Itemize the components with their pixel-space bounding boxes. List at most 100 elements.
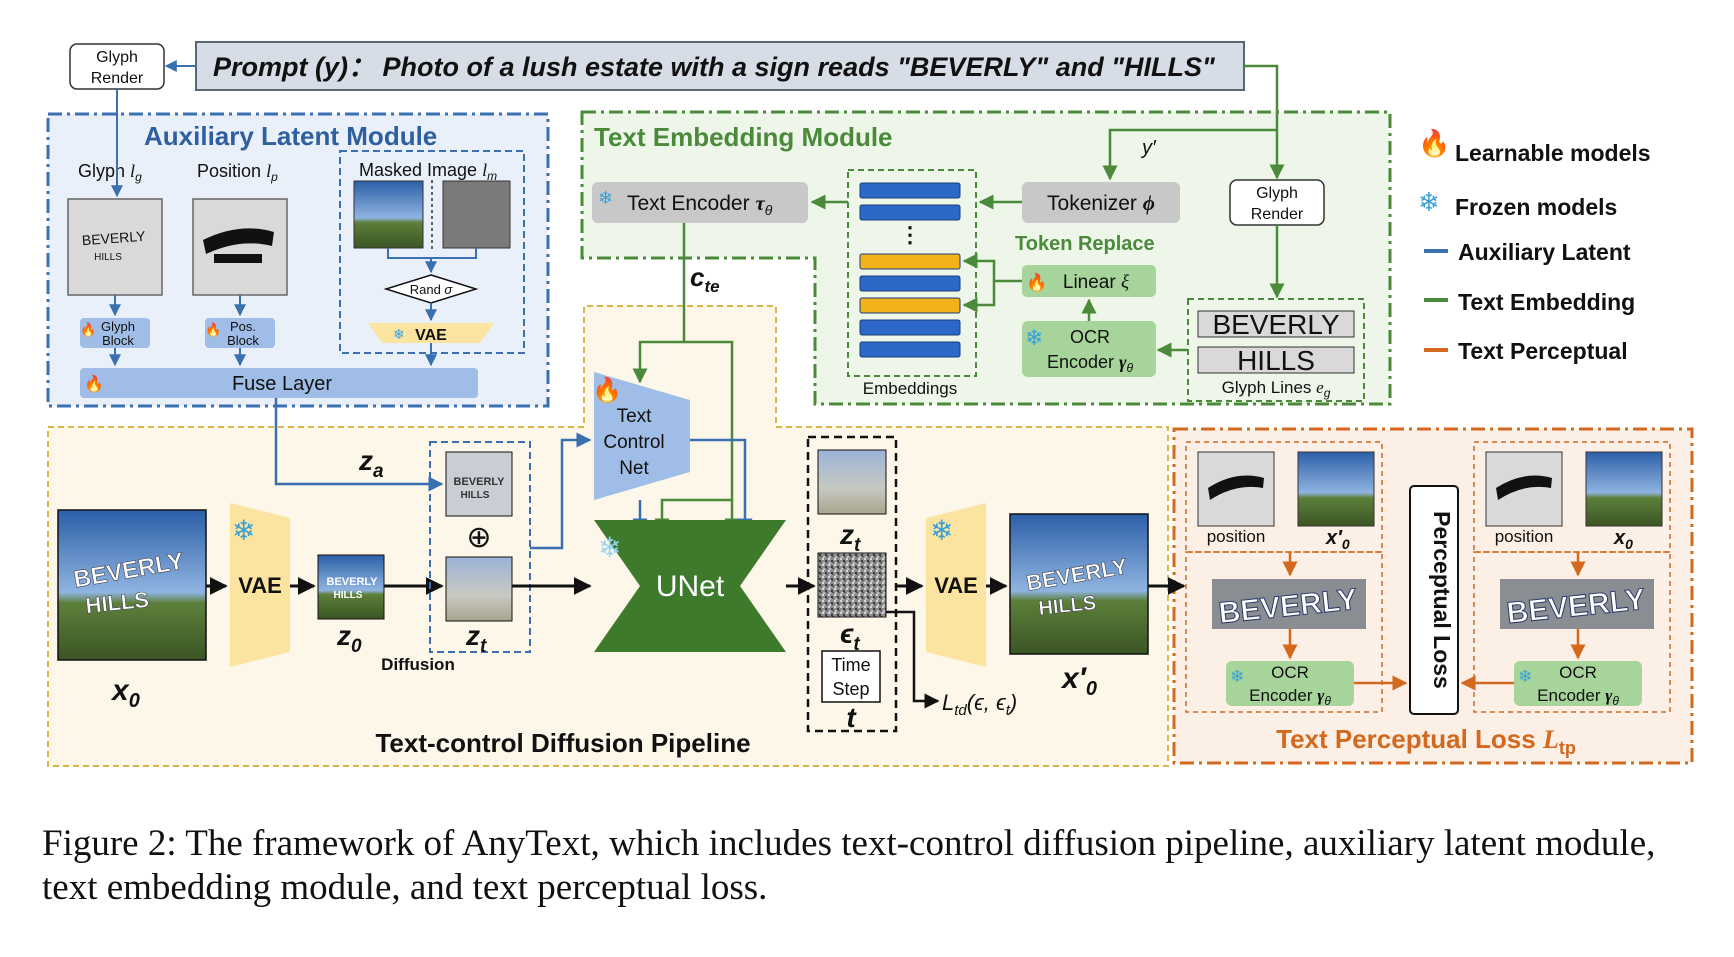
noise-to-loss-arrow — [886, 610, 940, 709]
decoder-vae-label: VAE — [934, 573, 978, 598]
percept-right-position-label: position — [1495, 527, 1554, 546]
zt-label: zt — [465, 620, 487, 657]
timestep-line2: Step — [832, 679, 869, 699]
glyph-image-line1: BEVERLY — [81, 228, 146, 248]
embeddings-label: Embeddings — [863, 379, 958, 398]
rand-sigma-label: Rand σ — [410, 282, 454, 297]
pos-block-flame-icon: 🔥 — [205, 322, 221, 337]
fuse-layer-flame-icon: 🔥 — [84, 374, 104, 393]
linear-box — [1022, 265, 1156, 297]
za-image-line1: BEVERLY — [454, 476, 506, 488]
aux-module-title: Auxiliary Latent Module — [144, 121, 437, 151]
percept-right-ocr-snow-icon: ❄ — [1518, 667, 1532, 686]
legend-embed-label: Text Embedding — [1458, 289, 1635, 315]
percept-right-x0-image — [1585, 451, 1663, 527]
unet-snow-icon: ❄ — [598, 532, 621, 563]
glyph-lines-label: Glyph Lines eg — [1222, 378, 1331, 400]
zt-image — [445, 556, 513, 622]
embedding-bar-4 — [859, 275, 961, 292]
legend-percept-label: Text Perceptual — [1458, 338, 1628, 364]
glyph-line-1-text: BEVERLY — [1212, 309, 1339, 340]
glyph-image-line2: HILLS — [94, 252, 122, 263]
encoder-vae-snow-icon: ❄ — [232, 515, 255, 546]
glyph-input-label: Glyph lg — [78, 161, 142, 184]
pipeline-title: Text-control Diffusion Pipeline — [375, 728, 750, 758]
y-prime-label: y′ — [1140, 137, 1157, 159]
percept-right-ocr-line2: Encoder γθ — [1537, 686, 1619, 708]
text-encoder-snow-icon: ❄ — [598, 188, 613, 208]
pos-block-line2: Block — [227, 333, 259, 348]
controlnet-flame-icon: 🔥 — [592, 376, 622, 404]
mask-to-rand-arrow — [431, 248, 477, 259]
token-replace-label: Token Replace — [1015, 233, 1155, 255]
cte-to-unet-arrow — [684, 340, 740, 534]
embedding-bar-2 — [859, 204, 961, 221]
percept-left-lower-group — [1185, 551, 1383, 713]
z0-image-line1: BEVERLY — [327, 576, 379, 588]
prompt-to-tokenizer-arrow — [1102, 128, 1277, 181]
text-encoder-label: Text Encoder τθ — [627, 191, 773, 218]
za-label: za — [358, 445, 384, 482]
glyph-block-line1: Glyph — [101, 319, 135, 334]
embedding-bar-5 — [859, 297, 961, 314]
position-input-label: Position lp — [197, 161, 278, 184]
oplus-symbol: ⊕ — [466, 521, 491, 554]
step-group — [806, 435, 898, 733]
masked-to-rand-arrow — [387, 248, 437, 274]
embedding-ellipsis: ⋮ — [899, 222, 921, 247]
ocr-encoder-line1: OCR — [1070, 327, 1110, 347]
percept-left-ocr-box — [1226, 661, 1354, 706]
prompt-text: Prompt (y)： Photo of a lush estate with … — [213, 52, 1216, 82]
encoder-vae-shape — [230, 503, 290, 667]
zt2-image — [817, 449, 887, 515]
glyph-image — [67, 198, 163, 296]
cte-to-controlnet-arrow — [632, 223, 686, 384]
decoder-vae-snow-icon: ❄ — [930, 515, 953, 546]
z0-image — [317, 554, 385, 620]
z0-label: z0 — [336, 620, 362, 657]
glyph-render-right-line1: Glyph — [1256, 185, 1298, 202]
embedding-bar-7 — [859, 341, 961, 358]
fuse-to-za-arrow — [274, 398, 444, 492]
fuse-layer — [80, 368, 478, 398]
position-mask-bar — [214, 254, 262, 263]
glyph-render-right-line2: Render — [1251, 206, 1304, 223]
noise-image — [817, 552, 887, 618]
unet-shape — [594, 520, 786, 652]
linear-flame-icon: 🔥 — [1026, 272, 1047, 292]
linear-to-embed-arrow-2 — [962, 281, 996, 313]
text-embedding-title: Text Embedding Module — [594, 122, 893, 152]
linear-label: Linear ξ — [1063, 272, 1130, 293]
percept-right-crop — [1500, 579, 1654, 629]
text-controlnet-shape — [594, 372, 690, 500]
percept-left-x0p-image — [1297, 451, 1375, 527]
x0p-photo — [1009, 513, 1149, 655]
controlnet-line3: Net — [619, 458, 649, 479]
aux-vae-snow-icon: ❄ — [393, 326, 405, 342]
encoder-vae-label: VAE — [238, 573, 282, 598]
diffusion-label: Diffusion — [381, 655, 455, 674]
percept-right-position-curve — [1496, 475, 1552, 500]
perceptual-loss-box-center — [1409, 485, 1459, 715]
glyph-block-flame-icon: 🔥 — [80, 322, 96, 337]
percept-left-ocr-line1: OCR — [1271, 663, 1309, 682]
prompt-to-right-arrow — [1244, 64, 1285, 180]
glyph-render-top-line1: Glyph — [96, 49, 138, 66]
tokenizer-label: Tokenizer ϕ — [1047, 191, 1155, 215]
masked-image-label: Masked Image lm — [359, 160, 497, 183]
x0-photo — [57, 509, 207, 661]
legend-learnable-label: Learnable models — [1455, 140, 1651, 166]
perceptual-loss-label: Perceptual Loss — [1429, 511, 1455, 689]
fuse-layer-label: Fuse Layer — [232, 373, 332, 395]
figure-caption: Figure 2: The framework of AnyText, whic… — [42, 823, 1656, 908]
pos-block-line1: Pos. — [230, 319, 256, 334]
loss-td-label: Ltd(ϵ, ϵt) — [942, 690, 1017, 719]
embedding-bar-3 — [859, 253, 961, 270]
percept-left-position-curve — [1208, 475, 1264, 500]
percept-right-ocr-box — [1514, 661, 1642, 706]
percept-left-crop — [1212, 579, 1366, 629]
position-mask-curve — [203, 228, 274, 254]
legend-frozen-label: Frozen models — [1455, 194, 1617, 220]
percept-right-x0-label: x0 — [1613, 527, 1633, 552]
